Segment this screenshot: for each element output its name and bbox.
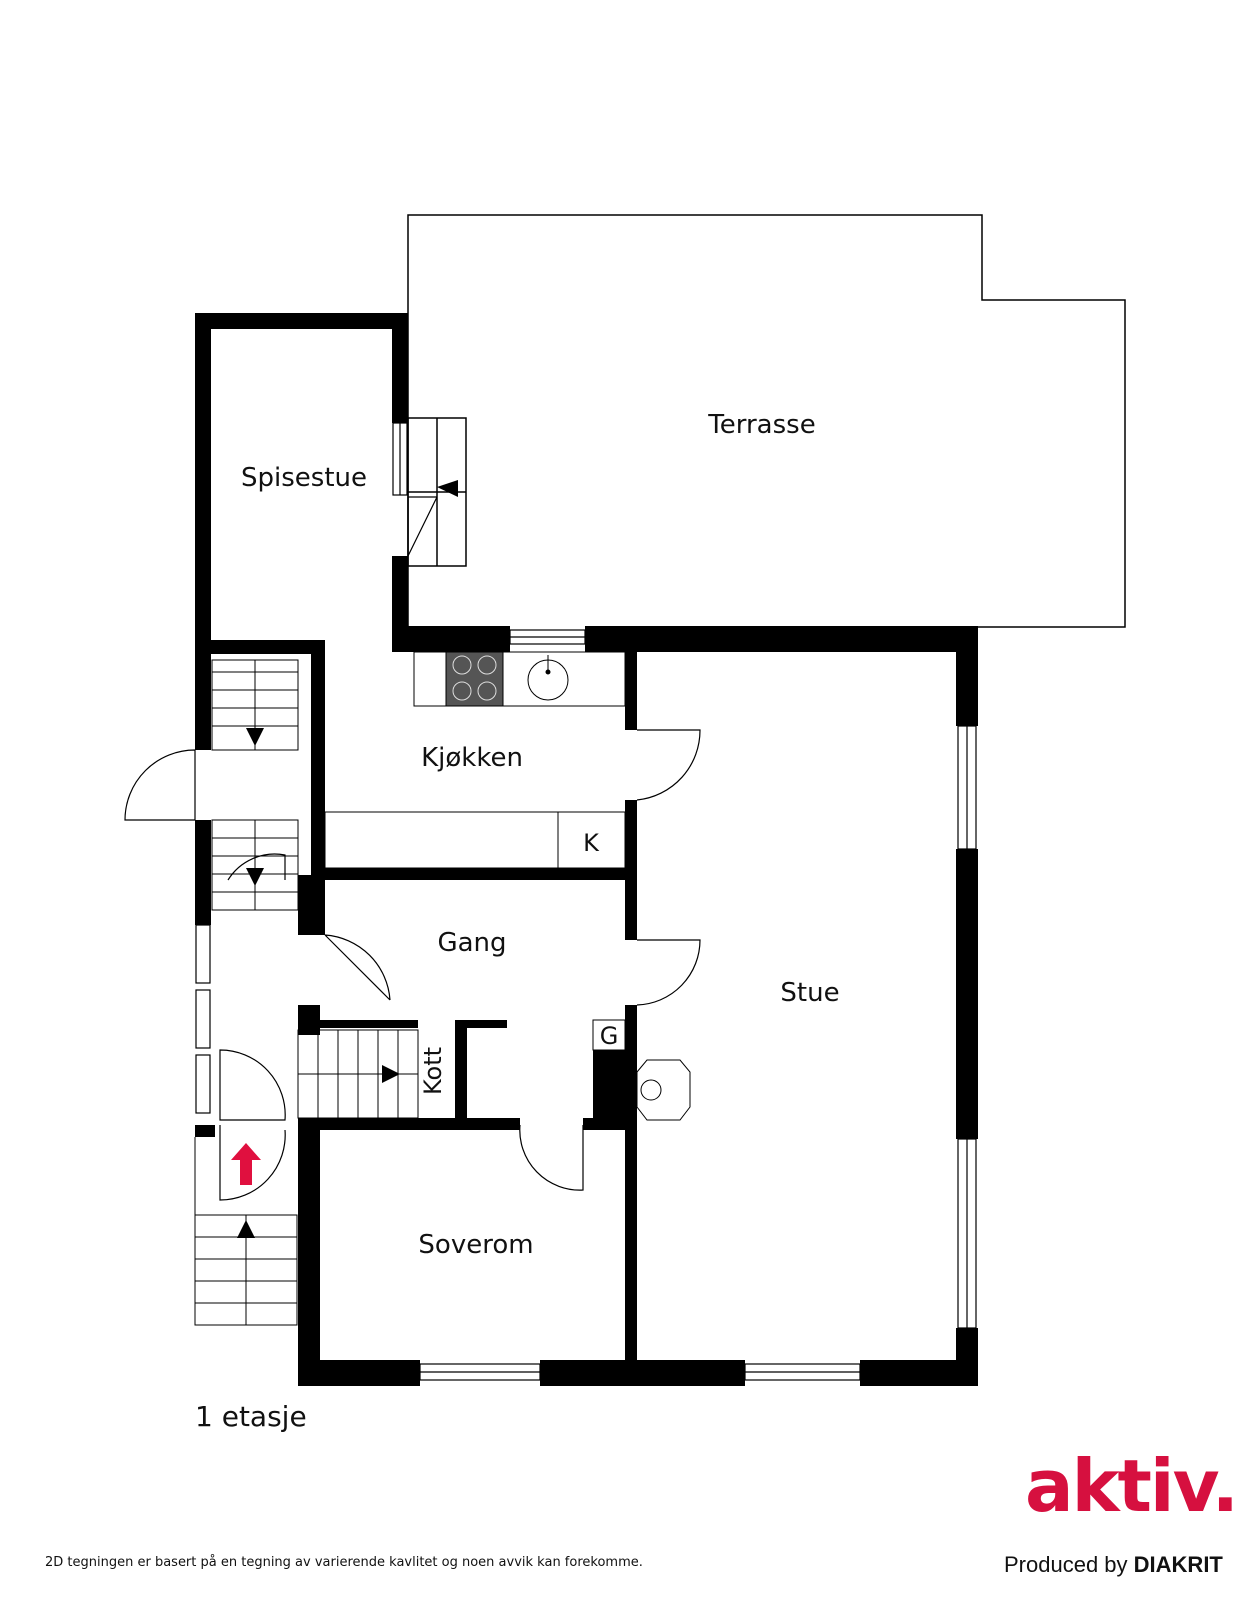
doors <box>124 496 701 1201</box>
room-label-k: K <box>583 829 599 857</box>
fireplace <box>636 1059 691 1121</box>
produced-prefix: Produced by <box>1004 1552 1128 1577</box>
room-label-g: G <box>599 1022 619 1050</box>
room-label-kott: Kott <box>419 1046 447 1096</box>
stair-arrows <box>237 480 458 1238</box>
produced-by-text: Produced by DIAKRIT <box>1004 1552 1223 1578</box>
room-label-soverom: Soverom <box>418 1230 534 1260</box>
floor-label: 1 etasje <box>195 1400 307 1433</box>
disclaimer-text: 2D tegningen er basert på en tegning av … <box>45 1555 643 1570</box>
walls <box>195 313 978 1386</box>
room-label-terrasse: Terrasse <box>708 410 816 440</box>
room-label-stue: Stue <box>780 978 840 1008</box>
entrance-arrow-icon <box>231 1143 261 1185</box>
room-label-spisestue: Spisestue <box>241 463 367 493</box>
closet-g <box>592 1019 626 1051</box>
kitchen-counter <box>413 651 626 707</box>
closet-k <box>324 811 626 869</box>
windows <box>195 422 977 1381</box>
terrace-outline <box>407 214 1126 630</box>
room-label-gang: Gang <box>437 928 507 958</box>
room-label-kjokken: Kjøkken <box>421 743 523 773</box>
stairs <box>194 659 419 1326</box>
produced-brand: DIAKRIT <box>1133 1552 1223 1577</box>
aktiv-logo: aktiv. <box>1025 1444 1239 1528</box>
